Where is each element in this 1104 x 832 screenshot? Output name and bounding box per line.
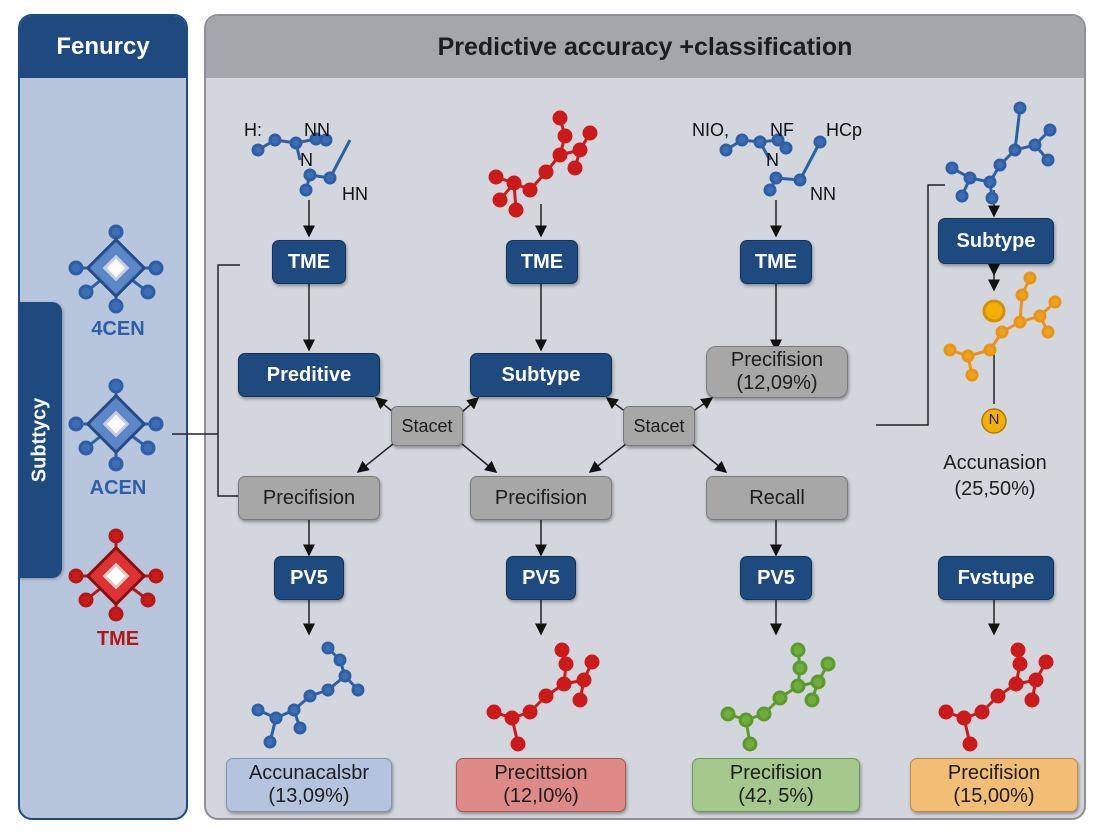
- molecule-icon-bottom-4: [938, 642, 1054, 752]
- molecule-icon-top-1: [251, 132, 352, 197]
- result-value: (15,00%): [953, 785, 1035, 807]
- precision-node[interactable]: Precifision (12,09%): [706, 346, 848, 398]
- fvstupe-node[interactable]: Fvstupe: [938, 556, 1054, 600]
- subtype-node[interactable]: Subtype: [470, 353, 612, 397]
- formula-label: N: [766, 150, 779, 170]
- tme-node[interactable]: TME: [272, 240, 346, 284]
- precision-node[interactable]: Precifision: [470, 476, 612, 520]
- pv5-node[interactable]: PV5: [506, 556, 576, 600]
- result-value: (42, 5%): [738, 785, 814, 807]
- pv5-node[interactable]: PV5: [274, 556, 344, 600]
- side-item-label-3: TME: [96, 628, 140, 650]
- molecule-icon-orange: [943, 271, 1062, 382]
- tme-node[interactable]: TME: [740, 240, 812, 284]
- molecule-icon-top-4: [945, 101, 1057, 205]
- formula-label: HCp: [826, 120, 863, 140]
- formula-label: NF: [770, 120, 794, 140]
- precision-node[interactable]: Precifision: [238, 476, 380, 520]
- recall-node[interactable]: Recall: [706, 476, 848, 520]
- pv5-node[interactable]: PV5: [740, 556, 812, 600]
- stacet-node[interactable]: Stacet: [623, 406, 695, 446]
- result-value: (13,09%): [268, 785, 350, 807]
- result-label: Precifision: [729, 762, 823, 784]
- result-label: Precittsion: [494, 762, 588, 784]
- preditive-node[interactable]: Preditive: [238, 353, 380, 397]
- result-value: (12,I0%): [503, 785, 579, 807]
- formula-label: NN: [810, 184, 836, 204]
- accunasion-value: (25,50%): [954, 478, 1036, 500]
- molecule-icon-bottom-3: [720, 642, 836, 752]
- left-panel-title: Fenurcy: [20, 16, 186, 78]
- cube-molecule-icon-3: [68, 528, 164, 622]
- n-badge-icon: [981, 408, 1007, 434]
- cube-molecule-icon-1: [68, 224, 164, 314]
- result-label: Accunacalsbr: [248, 762, 370, 784]
- tme-node[interactable]: TME: [506, 240, 578, 284]
- formula-label: N: [300, 150, 313, 170]
- result-box[interactable]: Precifision (15,00%): [910, 758, 1078, 812]
- result-box[interactable]: Precittsion (12,I0%): [456, 758, 626, 812]
- molecule-icon-bottom-1: [251, 641, 365, 749]
- result-box[interactable]: Accunacalsbr (13,09%): [226, 758, 392, 812]
- side-item-label-1: 4CEN: [91, 318, 145, 340]
- main-title: Predictive accuracy +classification: [206, 16, 1084, 78]
- formula-label: H:: [244, 120, 262, 140]
- formula-label: NN: [304, 120, 330, 140]
- side-item-label-2: ACEN: [89, 477, 147, 499]
- subtype-node[interactable]: Subtype: [938, 218, 1054, 264]
- result-label: Precifision: [947, 762, 1041, 784]
- molecule-icon-top-3: [719, 133, 827, 197]
- left-tab[interactable]: Subttycy: [18, 302, 62, 578]
- formula-label: NIO,: [692, 120, 730, 140]
- n-badge-label: N: [988, 411, 1000, 428]
- result-box[interactable]: Precifision (42, 5%): [692, 758, 860, 812]
- formula-label: HN: [342, 184, 368, 204]
- stacet-node[interactable]: Stacet: [391, 406, 463, 446]
- molecule-icon-top-2: [488, 110, 598, 218]
- accunasion-label: Accunasion: [943, 452, 1047, 474]
- molecule-icon-bottom-2: [486, 642, 600, 752]
- cube-molecule-icon-2: [68, 378, 164, 472]
